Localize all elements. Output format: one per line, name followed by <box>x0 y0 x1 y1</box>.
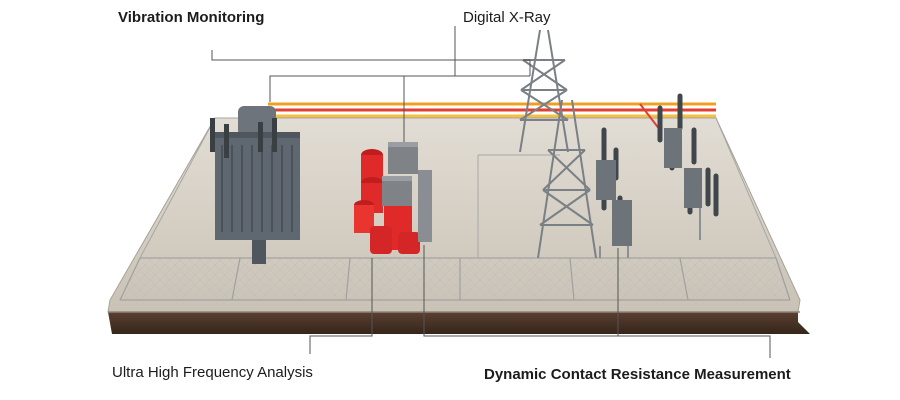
leader-xray-branch <box>269 75 530 102</box>
overhead-conductors <box>268 102 716 131</box>
leader-dcrm <box>423 245 771 358</box>
leader-vibration <box>211 50 530 61</box>
perimeter-fence <box>119 117 791 301</box>
label-dcrm: Dynamic Contact Resistance Measurement <box>484 366 791 383</box>
leader-lines <box>211 26 771 358</box>
lattice-tower <box>519 29 597 259</box>
label-vibration-monitoring: Vibration Monitoring <box>118 9 265 26</box>
power-transformer <box>210 106 300 264</box>
soil-edge <box>108 312 810 334</box>
label-uhf-analysis: Ultra High Frequency Analysis <box>112 364 313 381</box>
circuit-breakers <box>596 93 719 258</box>
leader-uhf <box>309 258 373 354</box>
red-switchgear <box>354 142 432 254</box>
label-digital-xray: Digital X-Ray <box>463 9 551 26</box>
fence-front <box>120 258 790 300</box>
